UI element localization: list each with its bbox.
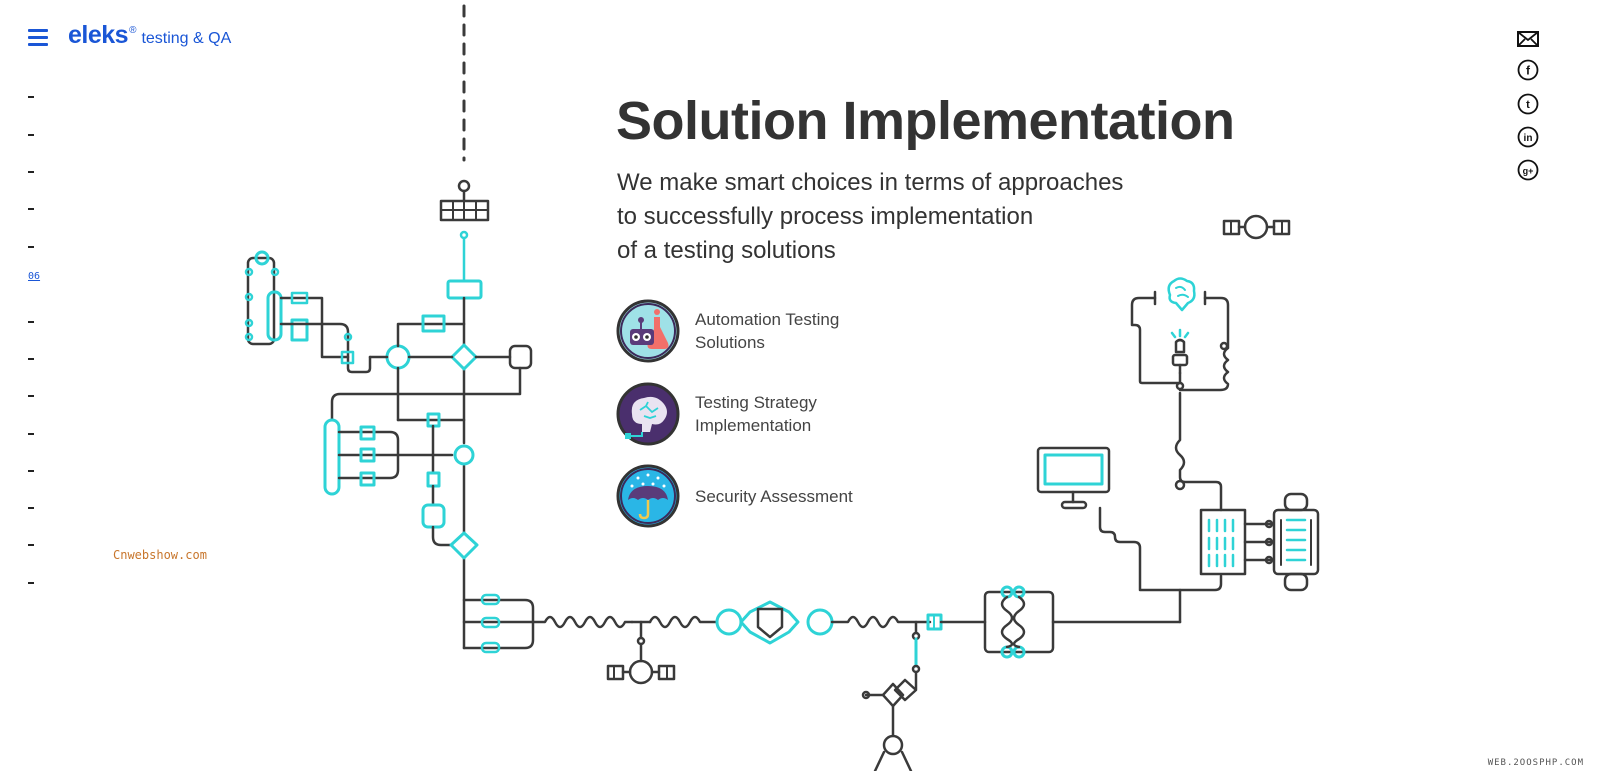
nav-section-8[interactable] [28,352,48,366]
page-subtitle: We make smart choices in terms of approa… [617,166,1177,268]
feature-label: Automation Testing Solutions [695,310,840,352]
feature-automation-testing[interactable]: Automation Testing Solutions [616,299,895,363]
watermark-left: Cnwebshow.com [113,548,207,562]
google-plus-icon[interactable]: g+ [1517,159,1539,181]
nav-section-1[interactable] [28,90,48,104]
facebook-icon[interactable]: f [1517,59,1539,81]
brain-plug-icon [616,382,680,446]
svg-text:t: t [1526,99,1530,111]
nav-section-5[interactable] [28,240,48,254]
logo-registered-mark: ® [129,25,137,36]
nav-section-10[interactable] [28,427,48,441]
subtitle-line-2: to successfully process implementation [617,203,1034,230]
nav-section-4[interactable] [28,202,48,216]
email-icon[interactable] [1517,28,1539,50]
nav-section-13[interactable] [28,538,48,552]
nav-section-12[interactable] [28,501,48,515]
watermark-right: WEB.2OOSPHP.COM [1487,758,1584,768]
subtitle-line-1: We make smart choices in terms of approa… [617,169,1124,196]
tumblr-icon[interactable]: t [1517,93,1539,115]
hamburger-menu-icon[interactable] [28,29,48,47]
nav-section-14[interactable] [28,576,48,590]
subtitle-line-3: of a testing solutions [617,237,836,264]
logo-brand: eleks [68,21,129,49]
svg-text:in: in [1524,133,1533,144]
svg-text:f: f [1526,64,1531,78]
nav-section-3[interactable] [28,165,48,179]
logo-subtitle: testing & QA [141,30,232,47]
logo[interactable]: eleks® testing & QA [68,21,231,50]
page-title: Solution Implementation [616,91,1235,151]
feature-label: Testing Strategy Implementation [695,393,817,435]
nav-section-9[interactable] [28,389,48,403]
nav-section-11[interactable] [28,464,48,478]
feature-label: Security Assessment [695,486,853,506]
linkedin-icon[interactable]: in [1517,126,1539,148]
robot-flask-icon [616,299,680,363]
nav-section-7[interactable] [28,315,48,329]
nav-section-2[interactable] [28,128,48,142]
feature-security-assessment[interactable]: Security Assessment [616,464,895,528]
svg-text:g+: g+ [1523,166,1534,176]
umbrella-rain-icon [616,464,680,528]
nav-section-active[interactable]: 06 [28,271,41,282]
feature-testing-strategy[interactable]: Testing Strategy Implementation [616,382,895,446]
